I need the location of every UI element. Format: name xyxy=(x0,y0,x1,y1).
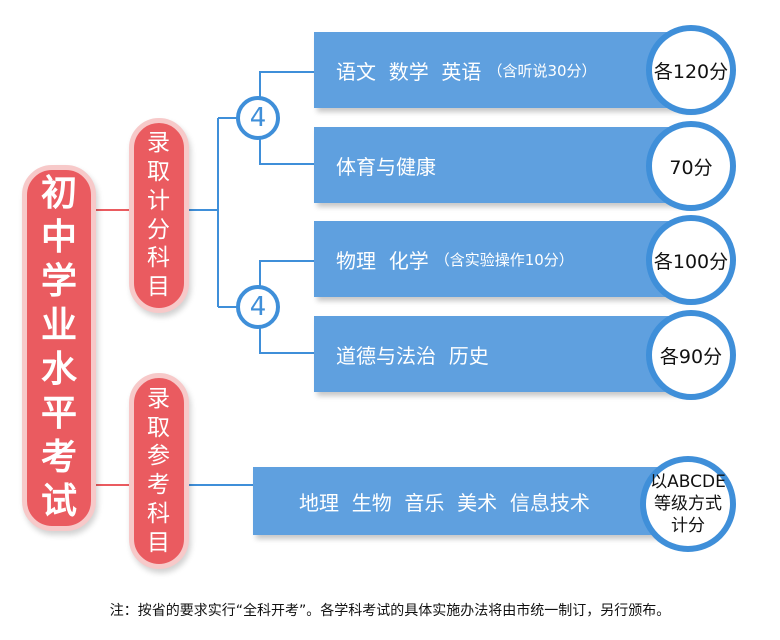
title-char: 初 xyxy=(40,173,77,215)
label-char: 录 xyxy=(147,130,171,157)
reference-subjects-label: 录取参考科目 xyxy=(147,385,171,558)
label-char: 取 xyxy=(147,159,171,185)
label-char: 取 xyxy=(147,414,171,441)
title-char: 学 xyxy=(40,261,77,303)
cluster-count-badge-1: 4 xyxy=(236,96,280,140)
score-circle-1: 各120分 xyxy=(646,25,736,115)
grade-score-line: 等级方式 xyxy=(653,493,722,514)
title-char: 考 xyxy=(40,436,77,478)
label-char: 考 xyxy=(147,472,171,498)
subject-text: 物理 化学 xyxy=(336,248,429,273)
label-char: 科 xyxy=(147,500,171,527)
footnote: 注：按省的要求实行“全科开考”。各学科考试的具体实施办法将由市统一制订，另行颁布… xyxy=(109,603,671,619)
score-circle-4: 各90分 xyxy=(646,310,736,400)
subject-note: （含听说30分） xyxy=(487,61,597,80)
label-char: 科 xyxy=(147,245,171,272)
title-char: 业 xyxy=(40,305,77,347)
scored-subjects-label: 录取计分科目 xyxy=(147,129,171,302)
grade-score-line: 以ABCDE xyxy=(650,471,726,492)
title-char: 中 xyxy=(40,217,77,259)
subject-text: 体育与健康 xyxy=(336,154,436,179)
scored-subjects-pill: 录取计分科目 xyxy=(129,118,189,313)
subject-note: （含实验操作10分） xyxy=(434,250,574,269)
subject-text: 语文 数学 英语 xyxy=(336,59,482,84)
subject-bar-1: 语文 数学 英语 （含听说30分） xyxy=(314,32,694,108)
label-char: 参 xyxy=(147,443,171,470)
subject-bar-4: 道德与法治 历史 xyxy=(314,316,694,392)
title-char: 试 xyxy=(40,480,77,522)
exam-title: 初中学业水平考试 xyxy=(41,172,77,523)
reference-subjects-pill: 录取参考科目 xyxy=(129,373,189,569)
label-char: 录 xyxy=(147,385,171,412)
subject-bar-3: 物理 化学 （含实验操作10分） xyxy=(314,221,694,297)
grade-score-line: 计分 xyxy=(670,516,705,537)
label-char: 计 xyxy=(147,187,171,214)
score-circle-3: 各100分 xyxy=(646,215,736,305)
subject-text: 道德与法治 历史 xyxy=(336,343,489,368)
subject-bar-2: 体育与健康 xyxy=(314,127,694,203)
exam-title-pill: 初中学业水平考试 xyxy=(22,165,96,531)
score-circle-2: 70分 xyxy=(646,121,736,211)
label-char: 目 xyxy=(147,274,171,300)
label-char: 目 xyxy=(147,529,171,556)
title-char: 平 xyxy=(40,392,77,434)
reference-subjects-text: 地理 生物 音乐 美术 信息技术 xyxy=(299,490,590,515)
cluster-count-badge-2: 4 xyxy=(236,285,280,329)
reference-subjects-bar: 地理 生物 音乐 美术 信息技术 xyxy=(253,467,683,535)
label-char: 分 xyxy=(147,216,171,243)
title-char: 水 xyxy=(40,349,77,390)
